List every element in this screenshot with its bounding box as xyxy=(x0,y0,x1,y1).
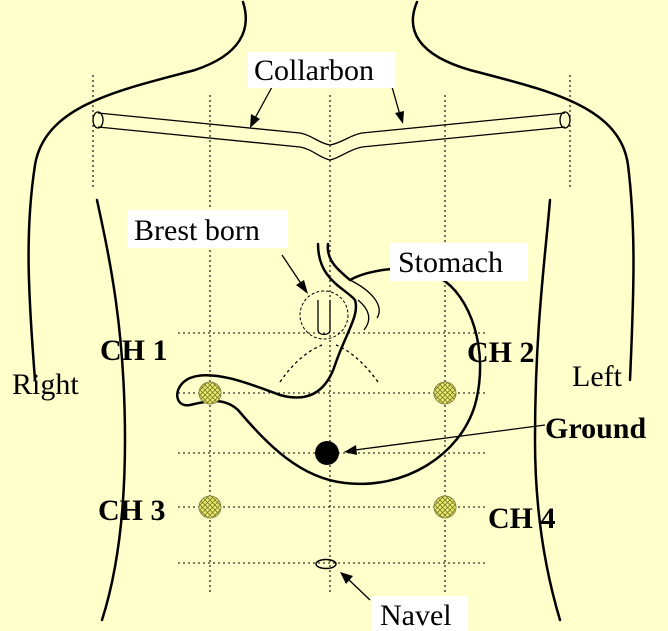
navel-mark xyxy=(316,560,336,569)
ground-electrode xyxy=(315,441,339,465)
stomach-label: Stomach xyxy=(398,246,503,279)
electrodes xyxy=(199,382,456,518)
ground-label: Ground xyxy=(545,412,646,445)
electrode-ch1 xyxy=(199,382,221,404)
collarbone-label: Collarbon xyxy=(254,54,374,87)
electrode-ch3 xyxy=(199,496,221,518)
electrode-ch2 xyxy=(434,382,456,404)
ch1-label: CH 1 xyxy=(100,334,168,367)
ch3-label: CH 3 xyxy=(98,494,166,527)
electrode-ch4 xyxy=(434,496,456,518)
navel-label: Navel xyxy=(380,599,452,631)
right-side-label: Right xyxy=(12,368,79,401)
breastbone-label: Brest born xyxy=(134,214,260,247)
ch4-label: CH 4 xyxy=(488,502,556,535)
ch2-label: CH 2 xyxy=(467,336,535,369)
left-side-label: Left xyxy=(572,360,623,393)
collarbones xyxy=(93,112,570,160)
